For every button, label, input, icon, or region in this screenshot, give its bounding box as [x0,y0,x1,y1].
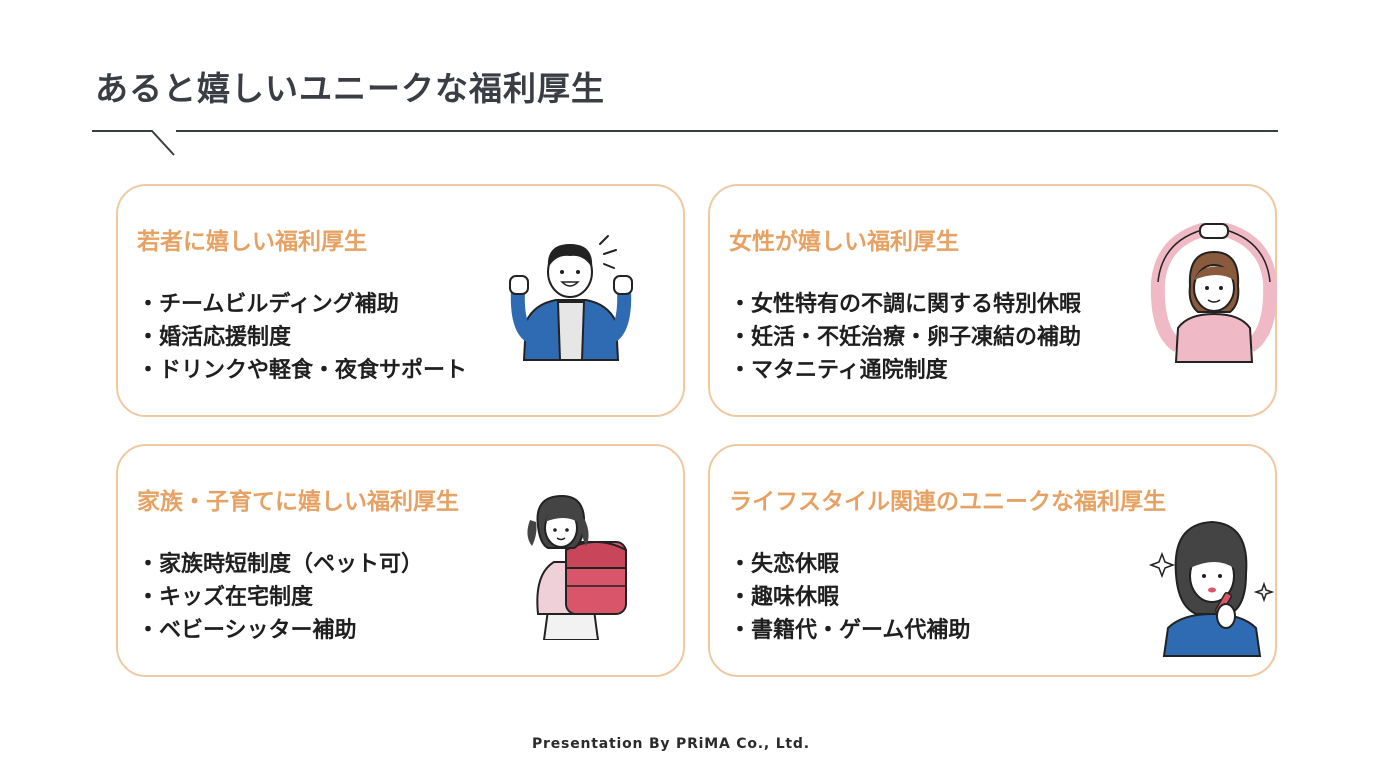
card-family-childcare: 家族・子育てに嬉しい福利厚生 ・家族時短制度（ペット可） ・キッズ在宅制度 ・ベ… [116,444,685,677]
benefit-list: ・失恋休暇 ・趣味休暇 ・書籍代・ゲーム代補助 [729,548,970,647]
list-item: ・婚活応援制度 [137,325,292,350]
card-title: 女性が嬉しい福利厚生 [729,229,959,255]
list-item: ・キッズ在宅制度 [137,585,314,610]
card-young-people: 若者に嬉しい福利厚生 ・チームビルディング補助 ・婚活応援制度 ・ドリンクや軽食… [116,184,685,417]
list-item: ・チームビルディング補助 [137,292,399,317]
presentation-credit: Presentation By PRiMA Co., Ltd. [532,736,810,752]
list-item: ・女性特有の不調に関する特別休暇 [729,292,1082,317]
list-item: ・妊活・不妊治療・卵子凍結の補助 [729,325,1082,350]
card-title: 家族・子育てに嬉しい福利厚生 [137,489,459,515]
benefit-list: ・家族時短制度（ペット可） ・キッズ在宅制度 ・ベビーシッター補助 [137,548,423,647]
list-item: ・失恋休暇 [729,552,840,577]
list-item: ・趣味休暇 [729,585,840,610]
list-item: ・ドリンクや軽食・夜食サポート [137,358,468,383]
cheering-young-man-illustration [509,235,633,361]
benefit-list: ・チームビルディング補助 ・婚活応援制度 ・ドリンクや軽食・夜食サポート [137,288,467,387]
woman-lipstick-illustration [1148,520,1275,657]
card-title: ライフスタイル関連のユニークな福利厚生 [729,489,1166,515]
woman-arms-circle-illustration [1150,223,1278,363]
benefit-list: ・女性特有の不調に関する特別休暇 ・妊活・不妊治療・卵子凍結の補助 ・マタニティ… [729,288,1081,387]
title-divider [92,130,1278,156]
list-item: ・ベビーシッター補助 [137,618,357,643]
list-item: ・マタニティ通院制度 [729,358,948,383]
page-title: あると嬉しいユニークな福利厚生 [95,69,605,108]
card-title: 若者に嬉しい福利厚生 [137,229,367,255]
card-women: 女性が嬉しい福利厚生 ・女性特有の不調に関する特別休暇 ・妊活・不妊治療・卵子凍… [708,184,1278,417]
card-lifestyle: ライフスタイル関連のユニークな福利厚生 ・失恋休暇 ・趣味休暇 ・書籍代・ゲーム… [708,444,1277,677]
schoolgirl-randoseru-illustration [527,494,627,640]
list-item: ・家族時短制度（ペット可） [137,552,424,577]
list-item: ・書籍代・ゲーム代補助 [729,618,971,643]
